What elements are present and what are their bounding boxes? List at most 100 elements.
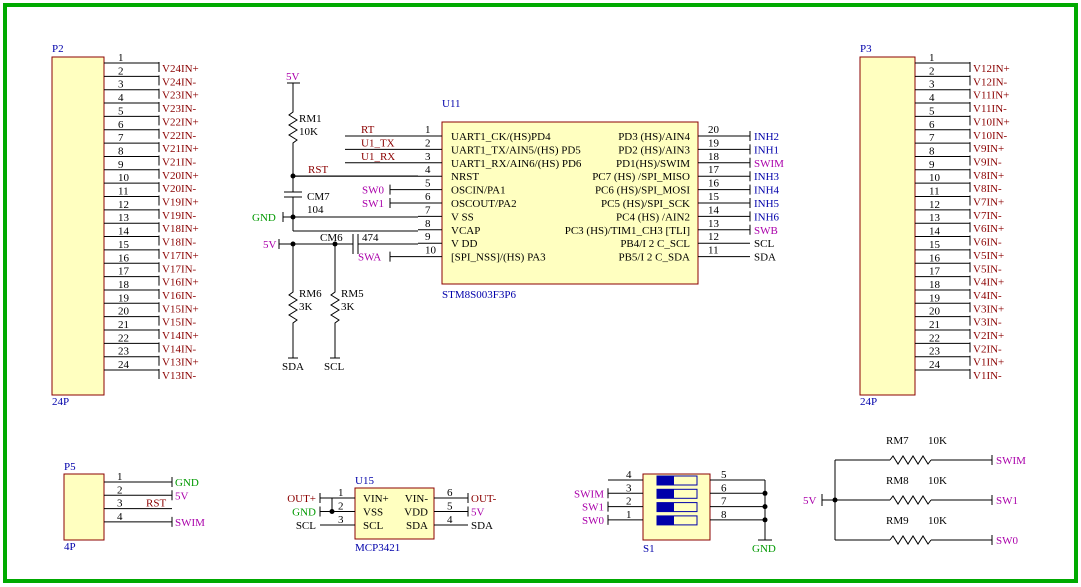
p3-net-label: V12IN- [973, 76, 1008, 88]
u11-pin-number: 15 [708, 191, 720, 203]
p3-net-label: V2IN+ [973, 330, 1004, 342]
u11-pin-name: PC4 (HS) /AIN2 [616, 211, 690, 223]
rm5-value: 3K [341, 301, 355, 313]
pullup-resistor[interactable] [889, 455, 932, 465]
p2-pin-number: 5 [118, 105, 124, 117]
p2-pin-number: 6 [118, 119, 124, 131]
p2-net-label: V22IN- [162, 130, 197, 142]
p2-net-label: V21IN- [162, 156, 197, 168]
u11-pin-number: 9 [425, 231, 431, 243]
p3-net-label: V3IN+ [973, 303, 1004, 315]
u11-pin-number: 12 [708, 231, 719, 243]
rm6-resistor[interactable] [288, 288, 298, 327]
p3-net-label: V11IN+ [973, 90, 1009, 102]
u11-pin-number: 6 [425, 191, 431, 203]
u11-pin-number: 13 [708, 218, 720, 230]
u15-net-label: SCL [296, 520, 316, 532]
u11-pin-number: 5 [425, 178, 431, 190]
rm1-value: 10K [299, 126, 318, 138]
p3-pin-number: 14 [929, 226, 941, 238]
mcu-u11[interactable]: U11 STM8S003F3P6 1UART1_CK/(HS)PD4RT2UAR… [293, 98, 784, 301]
resistor-ref: RM9 [886, 515, 909, 527]
p2-net-label: V14IN+ [162, 330, 199, 342]
s1-body [642, 473, 711, 541]
u15-pin-number: 3 [338, 514, 344, 526]
p2-pin-number: 13 [118, 212, 130, 224]
connector-p2[interactable]: P2 24P 1V24IN+2V24IN-3V23IN+4V23IN-5V22I… [51, 43, 199, 408]
u11-net-label: U1_RX [361, 151, 395, 163]
p2-body [51, 56, 105, 396]
cm6-value: 474 [362, 232, 379, 244]
rm5-resistor[interactable] [330, 288, 340, 327]
rm1-resistor[interactable] [288, 108, 298, 147]
cm7-value: 104 [307, 204, 324, 216]
p2-net-label: V21IN+ [162, 143, 199, 155]
u15-net-label: SDA [471, 520, 493, 532]
u11-pin-name: PD3 (HS)/AIN4 [618, 131, 690, 143]
u11-pin-name: NRST [451, 171, 479, 183]
rnet-5v: 5V [803, 495, 817, 507]
p2-net-label: V17IN+ [162, 250, 199, 262]
p3-net-label: V8IN- [973, 183, 1002, 195]
p3-pin-number: 4 [929, 92, 935, 104]
p2-net-label: V23IN+ [162, 90, 199, 102]
p3-pin-number: 6 [929, 119, 935, 131]
switch-slider [657, 489, 674, 499]
p2-pin-number: 12 [118, 199, 129, 211]
p2-pin-number: 4 [118, 92, 124, 104]
u11-value: STM8S003F3P6 [442, 289, 516, 301]
rnet-net-label: SWIM [996, 455, 1026, 467]
u11-pin-number: 4 [425, 164, 431, 176]
pullup-resistor[interactable] [889, 495, 932, 505]
u11-net-label: INH5 [754, 198, 780, 210]
p2-net-label: V17IN- [162, 263, 197, 275]
p5-pin-number: 1 [117, 471, 123, 483]
u15-net-label: OUT- [471, 493, 497, 505]
p3-pin-number: 11 [929, 186, 940, 198]
u11-pin-name: PC3 (HS)/TIM1_CH3 [TLI] [565, 225, 690, 237]
u15-net-label: 5V [471, 507, 485, 519]
net-5v-top: 5V [286, 71, 300, 83]
rm5-ref: RM5 [341, 288, 364, 300]
p2-net-label: V15IN+ [162, 303, 199, 315]
u11-pin-name: OSCIN/PA1 [451, 185, 506, 197]
u11-net-label: INH2 [754, 131, 779, 143]
p2-value: 24P [52, 396, 69, 408]
u11-net-label: U1_TX [361, 137, 395, 149]
pullup-resistor[interactable] [889, 535, 932, 545]
p2-pin-number: 8 [118, 145, 124, 157]
s1-ref: S1 [643, 543, 655, 555]
u11-pin-number: 16 [708, 178, 720, 190]
u11-pin-name: PD1(HS)/SWIM [616, 158, 690, 170]
s1-pin-number: 4 [626, 469, 632, 481]
u11-pin-number: 8 [425, 218, 431, 230]
rm1-ref: RM1 [299, 113, 322, 125]
rnet-net-label: SW0 [996, 535, 1019, 547]
resistor-value: 10K [928, 515, 947, 527]
p3-net-label: V6IN- [973, 237, 1002, 249]
net-5v-left: 5V [263, 239, 277, 251]
u11-net-label: INH4 [754, 185, 780, 197]
p3-body [859, 56, 916, 396]
s1-net-label: SW1 [582, 502, 604, 514]
p5-body [63, 473, 105, 541]
u11-net-label: SCL [754, 238, 774, 250]
u11-net-label: SWIM [754, 158, 784, 170]
u11-pin-number: 17 [708, 164, 720, 176]
p2-pin-number: 10 [118, 172, 130, 184]
u11-pin-number: 11 [708, 245, 719, 257]
u11-net-label: SWA [358, 252, 381, 264]
u11-pin-name: PC5 (HS)/SPI_SCK [601, 198, 690, 210]
s1-net-label: SWIM [574, 488, 604, 500]
p3-pin-number: 1 [929, 52, 935, 64]
p3-value: 24P [860, 396, 877, 408]
rnet-net-label: SW1 [996, 495, 1018, 507]
connector-p3[interactable]: P3 24P 1V12IN+2V12IN-3V11IN+4V11IN-5V10I… [859, 43, 1010, 408]
p3-net-label: V10IN- [973, 130, 1008, 142]
u11-pin-number: 10 [425, 245, 437, 257]
p5-net-label: GND [175, 477, 199, 489]
p2-net-label: V15IN- [162, 317, 197, 329]
